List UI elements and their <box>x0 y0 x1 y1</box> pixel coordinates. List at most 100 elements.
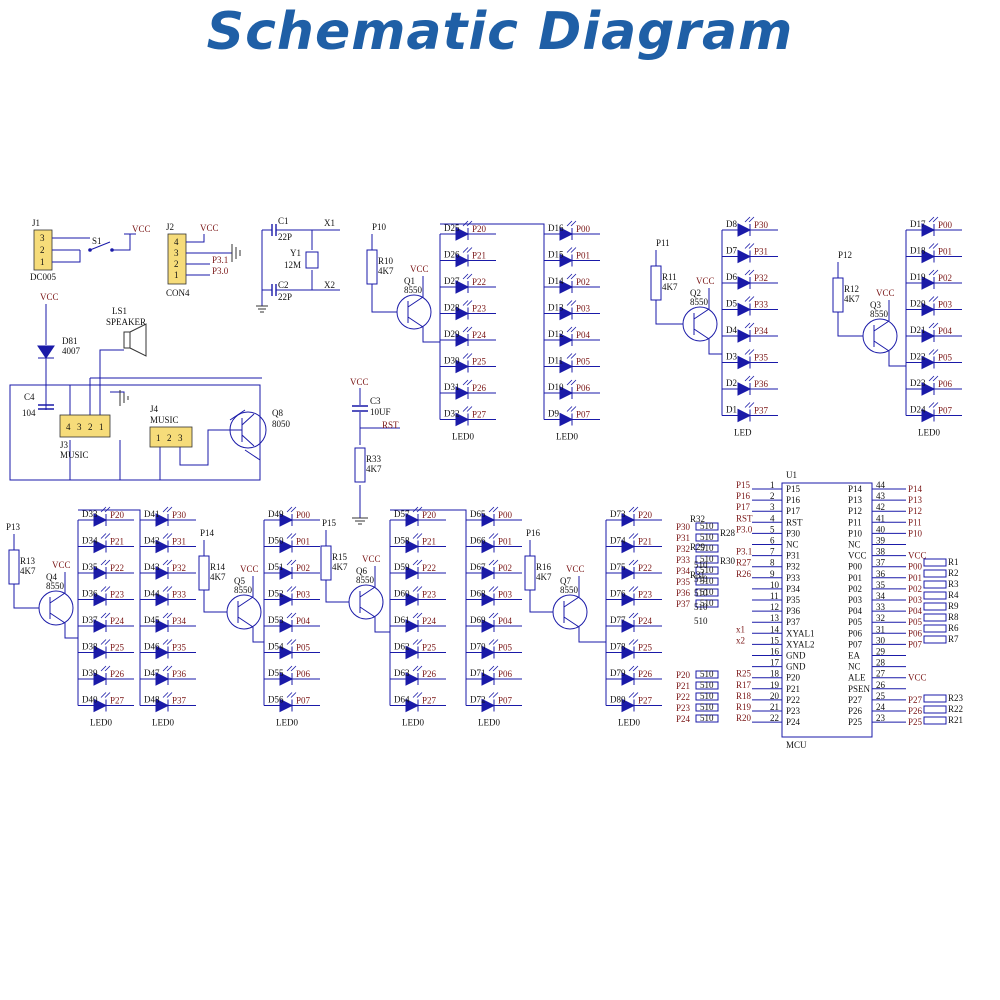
led-icon <box>621 645 636 660</box>
left-col-net: P26 <box>472 383 487 393</box>
led-icon <box>621 698 636 713</box>
mcu-pin-name: NC <box>848 662 861 672</box>
led-icon <box>279 645 294 660</box>
led-icon <box>155 513 170 527</box>
right-col-led-ref: D78 <box>610 642 626 652</box>
led-light-icon <box>286 665 297 672</box>
j2-pin-3: 3 <box>174 248 179 258</box>
led-icon <box>455 333 470 347</box>
mcu-right-net: P00 <box>908 562 923 572</box>
right-col-net: P03 <box>938 300 953 310</box>
mcu-pin-number: 42 <box>876 502 885 512</box>
right-col-net: P27 <box>638 696 653 706</box>
group-base-wire <box>325 530 349 603</box>
group-port-label: P13 <box>6 522 21 532</box>
left-col-net: P26 <box>110 669 125 679</box>
right-col-led-ref: D44 <box>144 589 160 599</box>
resistor-value: 510 <box>700 554 714 564</box>
mcu-pin-number: 3 <box>770 502 775 512</box>
mcu-pin-number: 14 <box>770 624 780 634</box>
mcu-name: MCU <box>786 740 807 750</box>
led-light-icon <box>100 639 111 645</box>
mcu-left-net: R27 <box>736 558 752 568</box>
led-icon <box>279 672 294 686</box>
led-light-icon <box>566 353 577 359</box>
right-col-net: P32 <box>172 563 186 573</box>
mcu-pin-name: P15 <box>786 484 801 494</box>
mcu-pin-name: NC <box>786 540 799 550</box>
mcu-left-port-net: P24 <box>676 714 691 724</box>
mcu-pin-name: VCC <box>848 551 867 561</box>
led-light-icon <box>100 586 111 592</box>
mcu-right-net: P27 <box>908 695 923 705</box>
led-icon <box>405 672 420 686</box>
mcu-right-net: P26 <box>908 706 923 716</box>
page-title: Schematic Diagram <box>206 2 794 62</box>
resistor-icon <box>650 265 662 301</box>
mcu-resistor-label: 510 <box>694 574 708 584</box>
q8-value: 8050 <box>272 419 291 429</box>
right-col-net: P22 <box>638 563 652 573</box>
group-transistor-ref: Q6 <box>356 566 367 576</box>
right-col-net: P04 <box>296 616 311 626</box>
mcu-pin-number: 34 <box>876 591 886 601</box>
right-col-led-ref: D19 <box>910 272 926 282</box>
led-icon <box>559 333 574 347</box>
led-light-icon <box>286 586 297 592</box>
mcu-pin-name: P30 <box>786 528 801 538</box>
led-light-icon <box>488 586 499 592</box>
mcu-pin-number: 18 <box>770 669 780 679</box>
led-light-icon <box>488 506 499 513</box>
led-light-icon <box>744 269 755 276</box>
led-icon <box>559 359 574 374</box>
group-base-wire <box>655 250 683 325</box>
left-col-led-ref: D59 <box>394 562 410 572</box>
mcu-pin-number: 40 <box>876 524 886 534</box>
group-transistor-leads <box>237 596 254 628</box>
right-col-net: P03 <box>576 304 591 314</box>
led-icon <box>559 386 574 400</box>
right-col-led-ref: D71 <box>470 668 486 678</box>
right-col-net: P00 <box>576 224 591 234</box>
led-light-icon <box>928 375 939 382</box>
mcu-pin-number: 25 <box>876 691 886 701</box>
mcu-right-net: P14 <box>908 484 923 494</box>
crystal-section: C1 22P C2 22P Y1 12M X1 X2 <box>256 216 340 313</box>
group-transistor-ref: Q3 <box>870 300 881 310</box>
right-col-led-ref: D18 <box>910 246 926 256</box>
group-resistor-ref: R16 <box>536 562 552 572</box>
mcu-pin-name: P35 <box>786 595 801 605</box>
group-resistor-ref: R12 <box>844 284 859 294</box>
group-collector-wire <box>64 572 78 639</box>
mcu-right-net: P06 <box>908 628 923 638</box>
mcu-right-net: P13 <box>908 495 923 505</box>
mcu-pin-number: 7 <box>770 547 775 557</box>
led-icon <box>93 619 108 633</box>
mcu-right-resistor-ref: R6 <box>948 623 959 633</box>
right-col-led-ref: D7 <box>726 246 737 256</box>
mcu-pin-name: P17 <box>786 506 801 516</box>
led-icon <box>155 619 170 633</box>
group-transistor-leads <box>359 586 376 618</box>
left-col-led-ref: D60 <box>394 589 410 599</box>
led-light-icon <box>566 300 577 306</box>
music-wires <box>9 304 262 481</box>
left-col-led-ref: D31 <box>444 382 460 392</box>
capacitor-icon <box>38 404 54 410</box>
led-icon <box>155 592 170 607</box>
mcu-pin-number: 16 <box>770 647 780 657</box>
right-col-led-ref: D54 <box>268 642 284 652</box>
left-col-net: P27 <box>472 410 487 420</box>
resistor-icon <box>695 670 719 679</box>
mcu-pin-name: P27 <box>848 695 863 705</box>
mcu-pin-number: 30 <box>876 635 886 645</box>
right-col-led-ref: D12 <box>548 329 564 339</box>
left-col-led-ref: D27 <box>444 276 460 286</box>
right-col-led-ref: D41 <box>144 509 160 519</box>
led-icon <box>559 227 574 241</box>
switch-contact <box>110 248 114 252</box>
r33-ref: R33 <box>366 454 382 464</box>
right-col-led-ref: D68 <box>470 589 486 599</box>
resistor-icon <box>695 577 719 586</box>
